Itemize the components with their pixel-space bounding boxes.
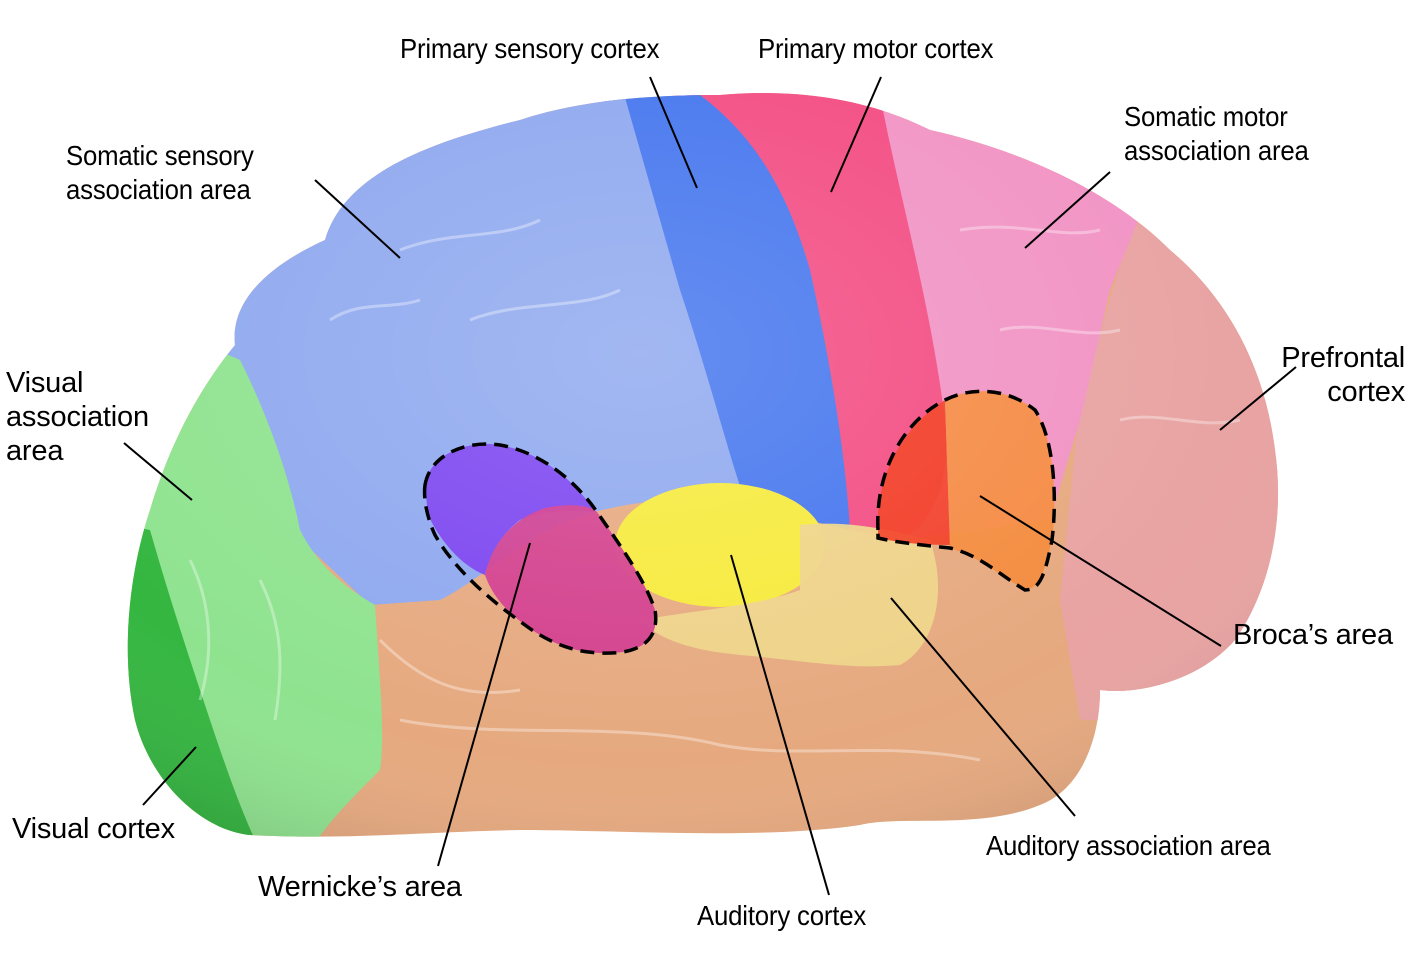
wernickes-area-outline: [422, 442, 658, 655]
label-visual-cortex: Visual cortex: [12, 813, 175, 845]
label-primary-sensory-cortex: Primary sensory cortex: [400, 33, 660, 64]
leader-visual-association-area: [123, 442, 193, 501]
label-auditory-association-area: Auditory association area: [986, 830, 1271, 861]
label-somatic-motor-association-area: Somatic motor association area: [1124, 101, 1309, 166]
brocas-area-outline: [876, 389, 1057, 592]
leader-prefrontal-cortex: [1219, 366, 1297, 431]
brain-shading: [127, 93, 1279, 837]
leader-somatic-motor-association-area: [1024, 171, 1111, 249]
leader-lines: [123, 76, 1297, 896]
leader-auditory-cortex: [730, 554, 830, 896]
sulci-lines: [188, 218, 1241, 762]
leader-primary-motor-cortex: [830, 76, 882, 193]
label-auditory-cortex: Auditory cortex: [697, 900, 867, 931]
leader-brocas-area: [979, 495, 1222, 647]
leader-primary-sensory-cortex: [649, 76, 698, 189]
leader-wernickes-area: [437, 542, 531, 867]
leader-auditory-association-area: [890, 597, 1076, 817]
leader-visual-cortex: [142, 746, 197, 806]
label-brocas-area: Broca’s area: [1233, 619, 1393, 651]
label-primary-motor-cortex: Primary motor cortex: [758, 33, 994, 64]
leader-somatic-sensory-association-area: [314, 179, 401, 259]
label-prefrontal-cortex: Prefrontal cortex: [1281, 342, 1405, 408]
label-wernickes-area: Wernicke’s area: [258, 871, 462, 903]
label-visual-association-area: Visual association area: [6, 367, 149, 467]
label-somatic-sensory-association-area: Somatic sensory association area: [66, 140, 254, 205]
